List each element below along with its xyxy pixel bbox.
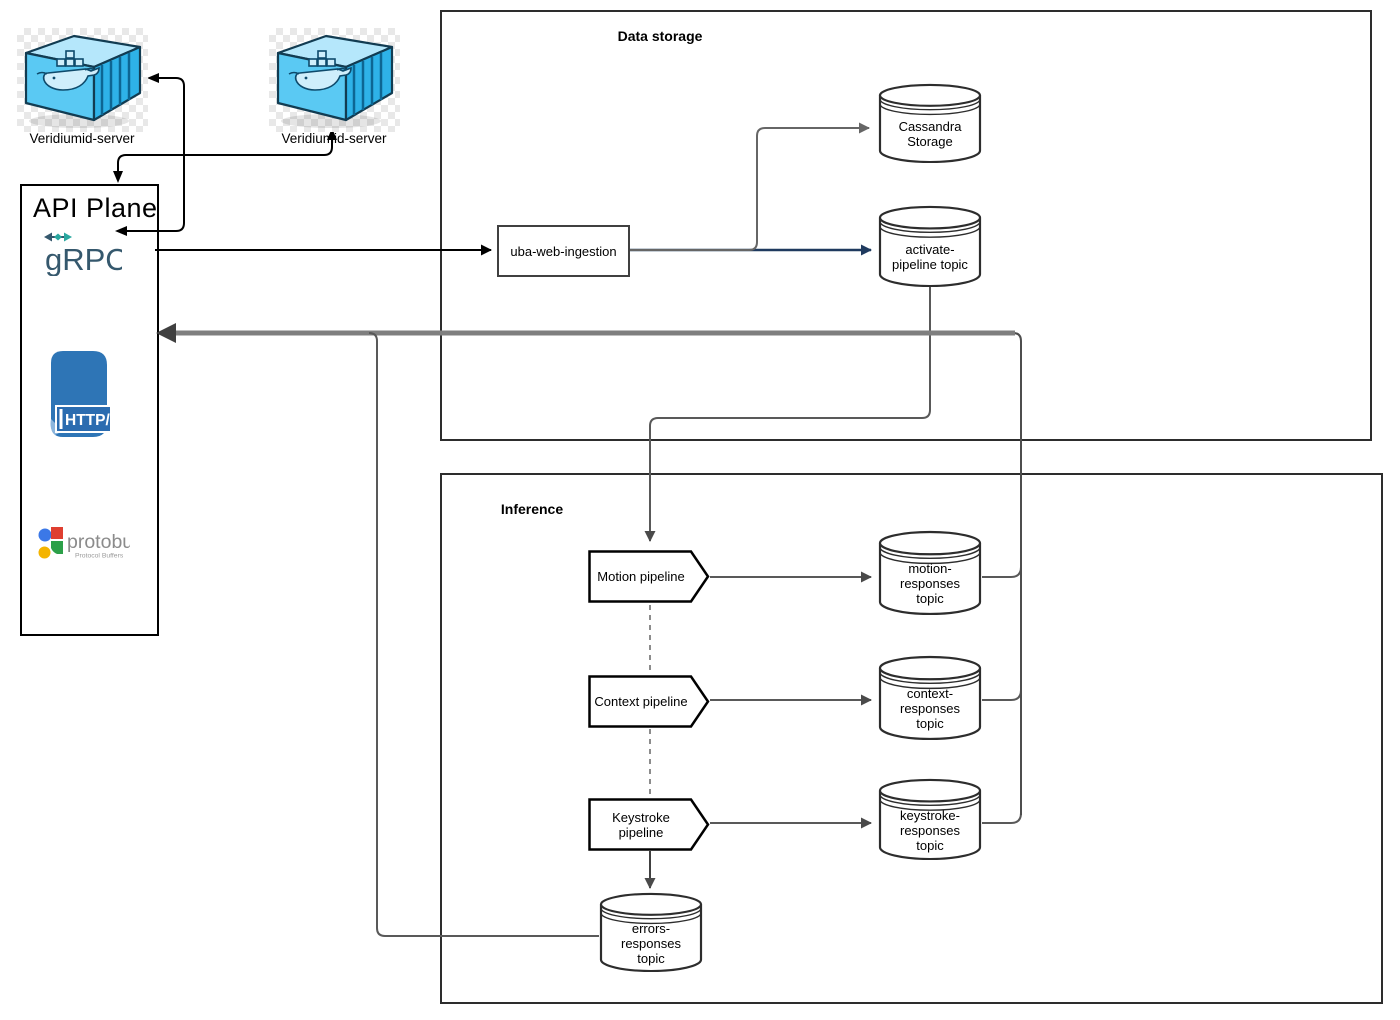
grpc-icon: gRPC [44, 232, 128, 277]
motion-responses-topic-label: motion- responses topic [900, 561, 960, 606]
grpc-label: gRPC [45, 242, 122, 276]
keystroke-responses-topic-label: keystroke- responses topic [900, 807, 960, 853]
server2-docker-image [269, 28, 400, 132]
http2-label: HTTP/2 [65, 412, 113, 429]
motion-responses-topic-node: motion- responses topic [878, 530, 982, 615]
motion-pipeline-node: Motion pipeline [588, 550, 710, 603]
context-responses-topic-node: context- responses topic [878, 655, 982, 740]
cylinder-icon [599, 892, 703, 972]
docker-container-icon [276, 34, 394, 128]
docker-container-icon [24, 34, 142, 128]
uba-web-ingestion-node: uba-web-ingestion [497, 225, 630, 277]
cylinder-icon [878, 83, 982, 163]
server1-label: Veridiumid-server [29, 131, 135, 146]
server2-label: Veridiumid-server [281, 131, 387, 146]
pipeline-shape [588, 550, 710, 603]
keystroke-pipeline-node: Keystroke pipeline [588, 798, 710, 851]
activate-pipeline-topic-node: activate- pipeline topic [878, 205, 982, 287]
cassandra-storage-label: Cassandra Storage [898, 119, 962, 149]
keystroke-responses-topic-node: keystroke- responses topic [878, 778, 982, 860]
protobuf-icon: protobuf Protocol Buffers [38, 527, 139, 560]
data-storage-title: Data storage [617, 28, 703, 44]
cylinder-icon [878, 655, 982, 740]
context-pipeline-node: Context pipeline [588, 675, 710, 728]
cylinder-icon [878, 530, 982, 615]
errors-responses-topic-node: errors- responses topic [599, 892, 703, 972]
context-responses-topic-label: context- responses topic [900, 686, 960, 731]
pipeline-shape [588, 675, 710, 728]
inference-title: Inference [500, 501, 564, 517]
cassandra-storage-node: Cassandra Storage [878, 83, 982, 163]
errors-responses-topic-label: errors- responses topic [621, 920, 681, 966]
cylinder-icon [878, 205, 982, 287]
uba-web-ingestion-label: uba-web-ingestion [510, 243, 617, 259]
http2-logo: HTTP/2 [47, 349, 118, 441]
grpc-logo: gRPC [40, 230, 128, 277]
keystroke-pipeline-label: Keystroke pipeline [612, 809, 670, 840]
http2-icon: HTTP/2 [50, 351, 118, 437]
activate-pipeline-topic-label: activate- pipeline topic [892, 242, 968, 272]
context-pipeline-label: Context pipeline [594, 694, 688, 709]
motion-pipeline-label: Motion pipeline [597, 569, 685, 584]
server1-docker-image [17, 28, 148, 132]
protobuf-label: protobuf [67, 531, 130, 553]
pipeline-shape [588, 798, 710, 851]
protobuf-sublabel: Protocol Buffers [75, 553, 124, 560]
api-plane-title: API Plane [33, 193, 158, 223]
cylinder-icon [878, 778, 982, 860]
protobuf-logo: protobuf Protocol Buffers [34, 524, 139, 564]
